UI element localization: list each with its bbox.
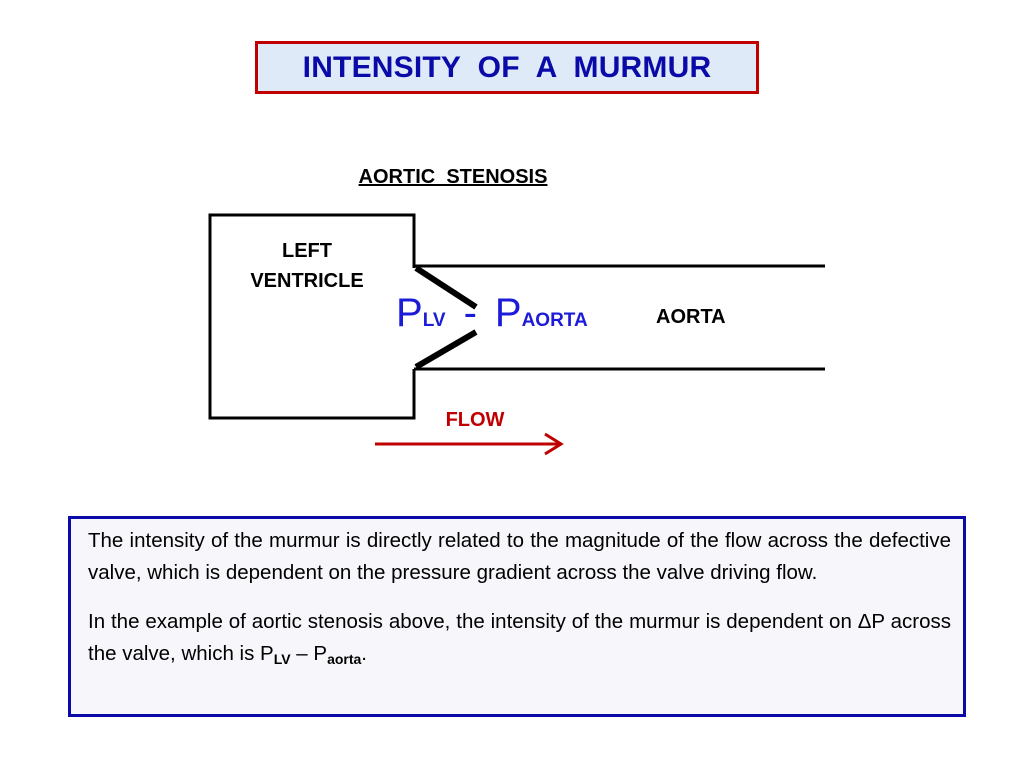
diagram-subtitle: AORTIC STENOSIS <box>358 166 548 188</box>
left-ventricle-label-line-2: VENTRICLE <box>250 270 364 292</box>
valve-leaflet-top <box>414 265 478 310</box>
explanation-paragraph-1: The intensity of the murmur is directly … <box>88 529 951 584</box>
paragraph-2-text: In the example of aortic stenosis above,… <box>88 610 951 665</box>
left-ventricle-label-line-1: LEFT <box>282 240 332 262</box>
pressure-p-aorta: P <box>494 291 522 335</box>
valve-leaflet-bottom <box>414 329 478 370</box>
paragraph-2-mid: – P <box>290 642 328 665</box>
slide-title: INTENSITY OF A MURMUR <box>302 50 712 84</box>
explanation-box: The intensity of the murmur is directly … <box>68 516 966 717</box>
pressure-lv-subscript: LV <box>422 310 446 331</box>
pressure-gradient-expression: PLV-PAORTA <box>396 289 588 345</box>
paragraph-2-lv-subscript: LV <box>273 651 291 667</box>
flow-label: FLOW <box>445 409 505 431</box>
flow-arrow-head <box>544 432 564 456</box>
pressure-minus: - <box>463 291 477 335</box>
explanation-paragraph-2: In the example of aortic stenosis above,… <box>88 606 951 670</box>
title-box: INTENSITY OF A MURMUR <box>255 41 759 94</box>
left-ventricle-outline <box>208 213 416 420</box>
paragraph-2-end: . <box>361 642 367 665</box>
aorta-label: AORTA <box>656 306 726 328</box>
pressure-aorta-subscript: AORTA <box>521 310 588 331</box>
left-ventricle-label: LEFT VENTRICLE <box>222 236 392 296</box>
paragraph-2-aorta-subscript: aorta <box>327 651 362 667</box>
pressure-p-lv: P <box>396 291 423 335</box>
